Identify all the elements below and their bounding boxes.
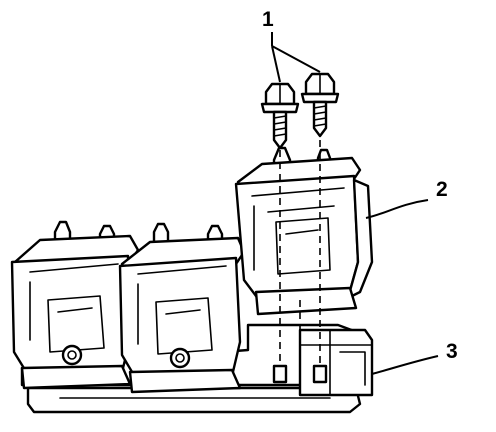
callout-3: 3 xyxy=(371,340,458,375)
callout-2: 2 xyxy=(365,178,448,219)
callout-3-label: 3 xyxy=(446,340,458,363)
callout-1-label: 1 xyxy=(262,8,274,31)
middle-ignition-coil xyxy=(118,222,246,394)
bolt-right xyxy=(300,72,340,138)
bolts xyxy=(260,72,340,150)
callout-2-label: 2 xyxy=(436,178,448,201)
installation-guide-lines xyxy=(272,140,328,395)
callout-1: 1 xyxy=(262,8,321,83)
bolt-left xyxy=(260,82,300,150)
left-ignition-coil xyxy=(10,220,140,390)
ignition-coil xyxy=(234,146,374,316)
